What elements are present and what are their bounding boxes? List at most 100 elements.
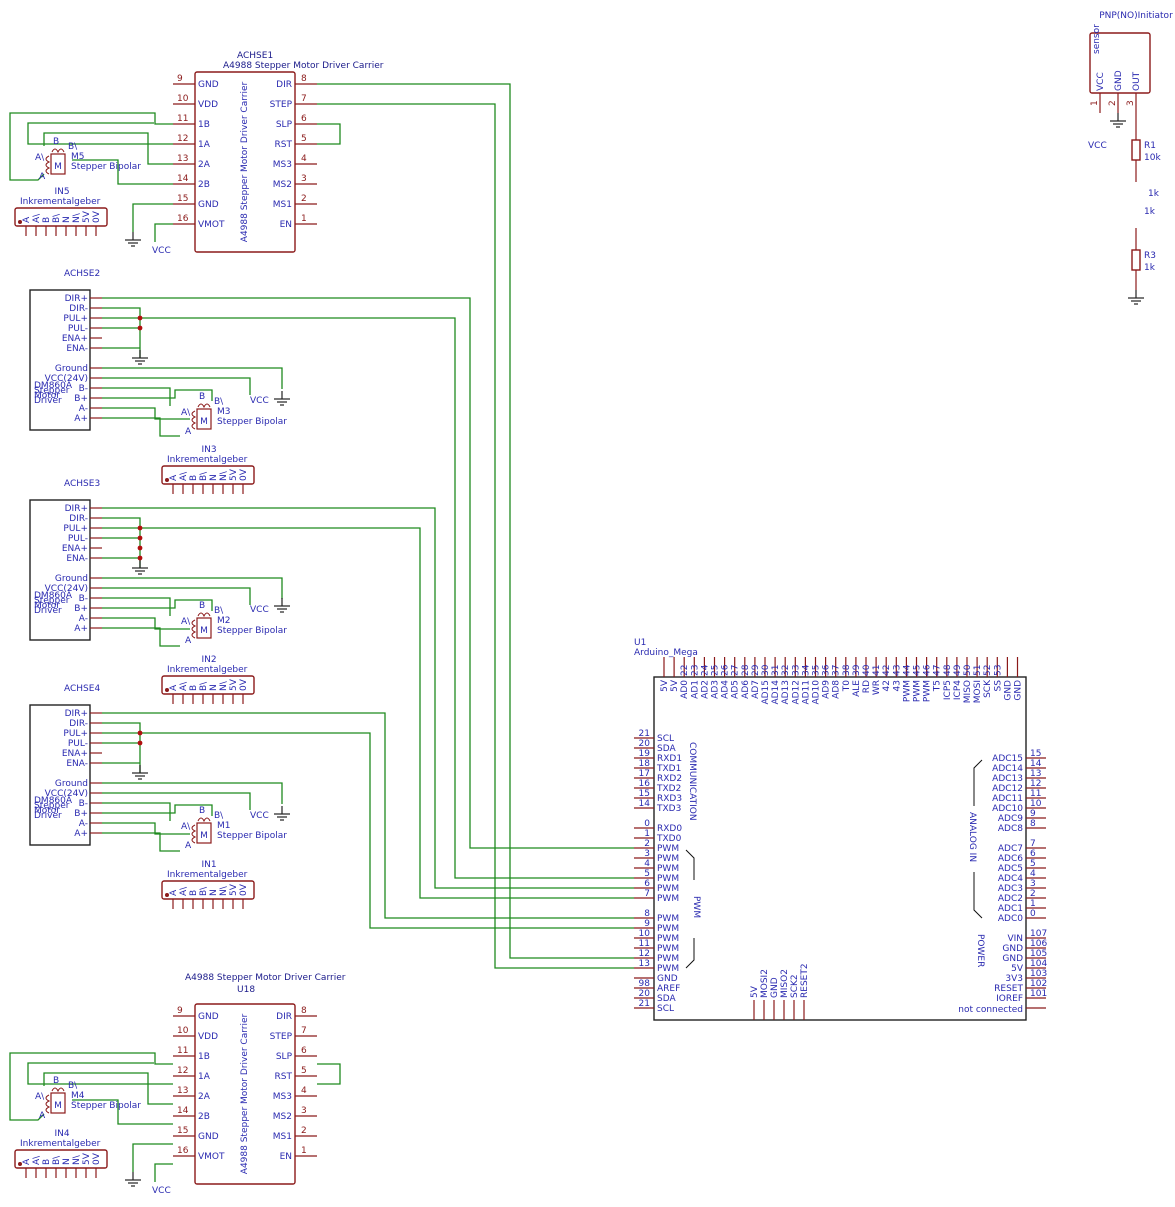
pin-number: 16 [177, 214, 189, 224]
sensor-pin-name: OUT [1132, 71, 1142, 91]
arduino-right-name: ADC5 [998, 864, 1023, 874]
wire [102, 517, 141, 568]
wire [102, 732, 634, 929]
encoder-pin1-mark [165, 478, 169, 482]
junction-dot [137, 325, 143, 331]
arduino-top-name: AD15 [761, 680, 771, 705]
motor-body [50, 153, 66, 175]
arduino-right-name: ADC15 [992, 754, 1023, 764]
bracket-pwm [685, 849, 695, 969]
dm860-pin-name: DIR- [69, 514, 88, 524]
group-analog: ANALOG IN [967, 812, 977, 862]
wire [102, 712, 634, 919]
arduino-top-num: 42 [882, 665, 892, 676]
arduino-right-name: ADC12 [992, 784, 1023, 794]
encoder-ref: IN4 [54, 1129, 69, 1139]
pin-name: VMOT [198, 1152, 225, 1162]
arduino-power-name: GND [1002, 944, 1023, 954]
arduino-power-name: IOREF [996, 994, 1023, 1004]
arduino-pwm-num: 10 [639, 929, 651, 939]
arduino-top-num: 52 [983, 665, 993, 676]
dm860-ref: ACHSE4 [64, 684, 100, 694]
encoder-value: Inkrementalgeber [20, 197, 101, 207]
dm860-caption: Stepper [34, 386, 70, 396]
dm860-pin-name: VCC(24V) [45, 789, 88, 799]
arduino-left-name: AREF [657, 984, 680, 994]
dm860-body [29, 289, 91, 431]
ground-symbol [274, 391, 290, 406]
encoder-pin1-mark [18, 1162, 22, 1166]
dm860-pin-name: DIR- [69, 719, 88, 729]
pin-number: 15 [177, 194, 188, 204]
coil-label: A [185, 427, 192, 437]
coil-label: A\ [181, 408, 191, 418]
pin-name: 1A [198, 1072, 211, 1082]
wire [102, 367, 283, 389]
wire [27, 1062, 173, 1085]
arduino-top-name: AD13 [781, 680, 791, 705]
arduino-power-name: RESET [994, 984, 1023, 994]
dm860-caption: Stepper [34, 801, 70, 811]
wire [102, 527, 634, 899]
arduino-right-name: ADC13 [992, 774, 1023, 784]
motor-m: M [54, 1101, 62, 1111]
arduino-top-name: T5 [933, 680, 943, 692]
driver-ref: ACHSE1 [237, 51, 273, 61]
arduino-ref: U1 [634, 638, 646, 648]
pin-number: 13 [177, 1086, 188, 1096]
dm860-pin-name: PUL+ [63, 729, 88, 739]
arduino-right-num: 4 [1030, 869, 1036, 879]
arduino-top-num: 51 [973, 665, 983, 676]
driver-value: A4988 Stepper Motor Driver Carrier [223, 61, 384, 71]
coil-b [51, 1087, 65, 1093]
dm860-pin-name: A- [79, 404, 88, 414]
arduino-power-name: GND [1002, 954, 1023, 964]
pin-name: VMOT [198, 220, 225, 230]
arduino-top-name: ALE [852, 680, 862, 697]
encoder-value: Inkrementalgeber [167, 455, 248, 465]
arduino-left-name: RXD3 [657, 794, 682, 804]
arduino-top-name: GND [1003, 680, 1013, 701]
arduino-top-name: AD9 [822, 680, 832, 699]
motor-ref: M4 [71, 1091, 85, 1101]
arduino-right-name: ADC6 [998, 854, 1023, 864]
arduino-top-name: AD7 [751, 680, 761, 699]
dm860-pin-name: Ground [55, 574, 88, 584]
encoder-pin-name: 0V [92, 1152, 102, 1165]
coil-label: B\ [214, 397, 224, 407]
arduino-pwm-name: PWM [657, 854, 679, 864]
dm860-pin-name: PUL- [68, 534, 88, 544]
motor-ref: M2 [217, 616, 231, 626]
arduino-right-name: ADC0 [998, 914, 1023, 924]
motor-m: M [200, 831, 208, 841]
arduino-top-name: GND [1014, 680, 1024, 701]
motor-ref: M5 [71, 152, 85, 162]
dm860-caption: Driver [34, 606, 62, 616]
arduino-right-num: 10 [1030, 799, 1042, 809]
motor-value: Stepper Bipolar [217, 831, 287, 841]
arduino-top-num: 45 [913, 665, 923, 676]
pin-name: GND [198, 80, 219, 90]
dm860-pin-name: Ground [55, 779, 88, 789]
sensor-inner: sensor [1092, 24, 1102, 54]
arduino-top-name: AD8 [832, 680, 842, 699]
encoder-pin-name: B\ [52, 1155, 62, 1165]
a4988-body [194, 1003, 296, 1185]
arduino-left-name: RXD1 [657, 754, 682, 764]
dm860-pin-name: PUL+ [63, 524, 88, 534]
arduino-top-num: 27 [731, 665, 741, 676]
pin-number: 11 [177, 1046, 188, 1056]
net-label: 1k [1144, 207, 1156, 217]
coil-b [197, 403, 211, 409]
dm860-pin-name: ENA+ [62, 334, 88, 344]
arduino-pwm-name: PWM [657, 874, 679, 884]
arduino-left-name: SCL [657, 1004, 674, 1014]
arduino-top-name: AD2 [700, 680, 710, 699]
coil-label: B\ [214, 606, 224, 616]
encoder-ref: IN2 [201, 655, 216, 665]
arduino-top-name: PWM [913, 680, 923, 702]
encoder-pin-name: B\ [199, 681, 209, 691]
arduino-top-name: AD14 [771, 680, 781, 705]
arduino-top-name: 5V [670, 679, 680, 692]
wire [132, 1143, 173, 1172]
